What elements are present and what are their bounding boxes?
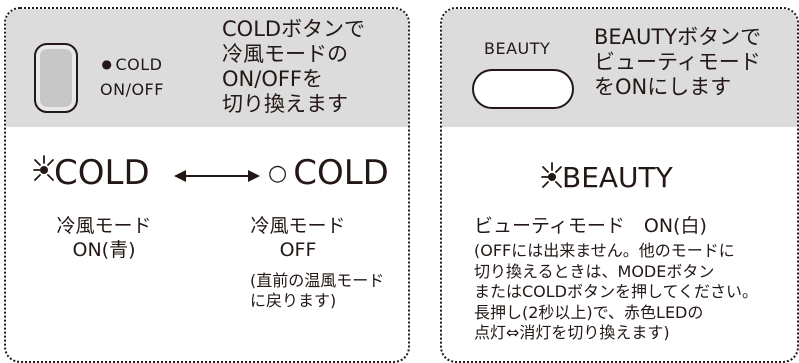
beauty-description: BEAUTYボタンで ビューティモード をONにします: [594, 25, 762, 99]
lit-led-icon: [33, 155, 54, 181]
beauty-note: (OFFには出来ません。他のモードに 切り換えるときは、MODEボタン またはC…: [474, 241, 759, 342]
cold-off-indicator: ○COLD: [268, 153, 389, 198]
beauty-mode-text: ビューティモード ON(白): [474, 215, 707, 237]
cold-off-mode-text: 冷風モード OFF: [250, 215, 346, 261]
unlit-led-icon: ○: [268, 161, 288, 186]
cold-panel: ●COLD ON/OFF COLDボタンで 冷風モードの ON/OFFを 切り換…: [4, 7, 410, 363]
cold-on-label: COLD: [54, 153, 150, 193]
cold-description: COLDボタンで 冷風モードの ON/OFFを 切り換えます: [222, 17, 366, 116]
cold-button[interactable]: [34, 43, 78, 113]
beauty-on-label: BEAUTY: [562, 161, 673, 194]
beauty-panel: BEAUTY BEAUTYボタンで ビューティモード をONにします BEAUT…: [440, 7, 799, 363]
cold-off-note: (直前の温風モード に戻ります): [250, 271, 385, 310]
cold-on-mode-text: 冷風モード ON(青): [56, 215, 152, 261]
cold-header-band: ●COLD ON/OFF COLDボタンで 冷風モードの ON/OFFを 切り換…: [6, 9, 408, 127]
cold-button-label: ●COLD ON/OFF: [100, 55, 164, 99]
beauty-button[interactable]: [472, 69, 574, 109]
beauty-button-label: BEAUTY: [484, 39, 551, 58]
lit-led-icon: [541, 162, 562, 188]
bullet-dot-icon: ●: [101, 57, 113, 71]
cold-off-label: COLD: [293, 153, 389, 193]
double-arrow-icon: [174, 170, 260, 182]
beauty-header-band: BEAUTY BEAUTYボタンで ビューティモード をONにします: [442, 9, 797, 127]
